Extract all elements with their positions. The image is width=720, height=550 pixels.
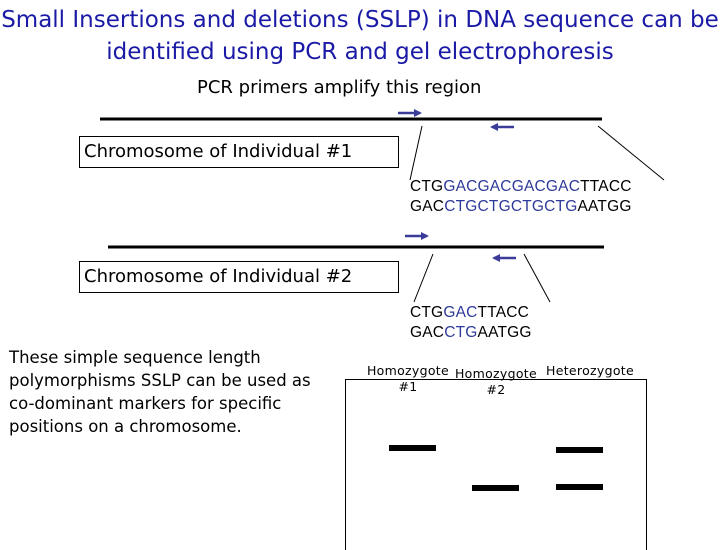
band-lane1-upper	[389, 445, 436, 451]
seq-segment: AATGG	[577, 198, 632, 215]
seq-segment: GAC	[410, 198, 445, 215]
seq-segment: TTACC	[580, 178, 632, 195]
seq-segment: CTG	[410, 304, 444, 321]
seq-segment: TTACC	[477, 304, 530, 321]
seq-repeat-segment: CTG	[444, 324, 478, 341]
band-lane2-lower	[472, 485, 519, 491]
slide-title: Small Insertions and deletions (SSLP) in…	[0, 4, 720, 68]
description-line: polymorphisms SSLP can be used as	[9, 371, 311, 390]
individual-2-label: Chromosome of Individual #2	[79, 261, 399, 293]
pointer-2-left	[413, 253, 434, 303]
band-lane3-upper	[556, 447, 603, 453]
seq-segment: GAC	[410, 324, 445, 341]
lane-3-label: Heterozygote	[544, 363, 636, 378]
pointer-2-right	[523, 253, 551, 303]
description-line: co-dominant markers for specific	[9, 394, 282, 413]
band-lane3-lower	[556, 484, 603, 490]
seq-segment: CTG	[410, 178, 444, 195]
description-text: These simple sequence length polymorphis…	[9, 346, 311, 438]
seq-2-top: CTGGACTTACC	[410, 303, 532, 323]
title-line-2: identified using PCR and gel electrophor…	[106, 39, 614, 65]
description-line: positions on a chromosome.	[9, 417, 242, 436]
lane-2-number: #2	[486, 382, 506, 397]
seq-segment: AATGG	[477, 324, 532, 341]
lane-1-label: Homozygote #1	[366, 363, 450, 394]
seq-repeat-segment: GACGACGACGAC	[443, 178, 581, 195]
lane-2-name: Homozygote	[454, 366, 537, 381]
lane-3-name: Heterozygote	[546, 363, 634, 378]
individual-2-sequence: CTGGACTTACC GACCTGAATGG	[410, 303, 532, 343]
seq-2-bottom: GACCTGAATGG	[410, 323, 532, 343]
lane-1-number: #1	[398, 379, 418, 394]
pointer-1-left	[409, 125, 423, 181]
seq-repeat-segment: CTGCTGCTGCTG	[444, 198, 578, 215]
lane-2-label: Homozygote #2	[454, 366, 538, 397]
gel-box	[345, 379, 647, 550]
individual-1-label: Chromosome of Individual #1	[79, 136, 399, 168]
seq-repeat-segment: GAC	[443, 304, 478, 321]
description-line: These simple sequence length	[9, 348, 261, 367]
lane-1-name: Homozygote	[366, 363, 449, 378]
pointer-1-right	[597, 125, 665, 181]
seq-1-top: CTGGACGACGACGACTTACC	[410, 177, 632, 197]
primer-caption: PCR primers amplify this region	[197, 77, 482, 98]
seq-1-bottom: GACCTGCTGCTGCTGAATGG	[410, 197, 632, 217]
title-line-1: Small Insertions and deletions (SSLP) in…	[1, 7, 719, 33]
individual-1-sequence: CTGGACGACGACGACTTACC GACCTGCTGCTGCTGAATG…	[410, 177, 632, 217]
